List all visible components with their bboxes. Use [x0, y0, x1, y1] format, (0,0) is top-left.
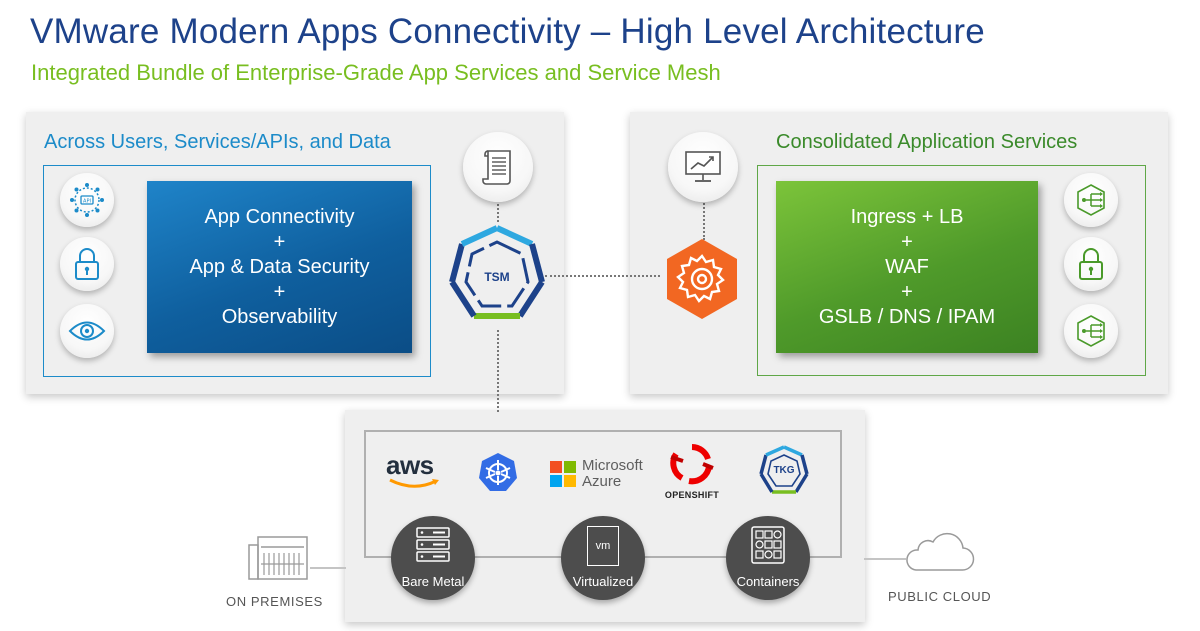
connector-cloud	[864, 558, 906, 560]
box-line: +	[901, 280, 913, 303]
connector-tsm-infrastructure	[497, 330, 499, 412]
virtualized-node: vm Virtualized	[561, 516, 645, 600]
box-line: Ingress + LB	[850, 205, 964, 228]
api-network-icon: API	[60, 173, 114, 227]
padlock-icon	[60, 237, 114, 291]
azure-text: Azure	[582, 473, 622, 490]
box-line: Observability	[221, 305, 338, 328]
application-services-box: Ingress + LB + WAF + GSLB / DNS / IPAM	[776, 181, 1038, 353]
routing-icon	[1064, 173, 1118, 227]
aws-logo-text: aws	[386, 450, 434, 480]
box-line: GSLB / DNS / IPAM	[818, 305, 996, 328]
public-cloud-label: PUBLIC CLOUD	[888, 589, 992, 604]
openshift-text: OPENSHIFT	[664, 490, 720, 500]
tsm-service-mesh-logo: TSM	[440, 222, 554, 334]
application-services-label: Consolidated Application Services	[776, 131, 1078, 153]
connector-analytics-avi	[703, 192, 705, 240]
tkg-logo: TKG	[754, 444, 814, 500]
tsm-label: TSM	[484, 270, 510, 284]
building-icon	[247, 535, 309, 586]
bare-metal-node: Bare Metal	[391, 516, 475, 600]
tkg-label: TKG	[773, 465, 795, 476]
connectivity-security-box: App Connectivity + App & Data Security +…	[147, 181, 412, 353]
connector-document-tsm	[497, 192, 499, 222]
gear-hexagon-icon	[659, 236, 745, 322]
microsoft-text: Microsoft	[582, 457, 643, 474]
box-line: WAF	[885, 255, 929, 278]
box-line: App & Data Security	[189, 255, 370, 278]
microsoft-azure-logo: Microsoft Azure	[550, 458, 650, 492]
application-services-frame	[757, 165, 1146, 376]
on-premises-label: ON PREMISES	[226, 594, 323, 609]
padlock-icon	[1064, 237, 1118, 291]
virtualized-label: Virtualized	[572, 574, 634, 589]
document-scroll-icon	[463, 132, 533, 202]
connector-tsm-avi	[545, 275, 660, 277]
cloud-icon	[902, 532, 976, 579]
eye-icon	[60, 304, 114, 358]
box-line: +	[273, 230, 286, 253]
openshift-logo: OPENSHIFT	[662, 442, 722, 502]
svg-text:API: API	[83, 199, 91, 205]
bare-metal-label: Bare Metal	[401, 574, 465, 589]
vm-glyph: vm	[587, 526, 619, 566]
connector-onprem	[310, 567, 346, 569]
monitor-chart-icon	[668, 132, 738, 202]
page-title: VMware Modern Apps Connectivity – High L…	[30, 12, 985, 51]
aws-logo: aws	[386, 450, 442, 490]
box-line: +	[273, 280, 286, 303]
containers-node: Containers	[726, 516, 810, 600]
box-line: +	[901, 230, 913, 253]
page-subtitle: Integrated Bundle of Enterprise-Grade Ap…	[31, 60, 721, 85]
kubernetes-icon	[477, 451, 519, 498]
users-services-label: Across Users, Services/APIs, and Data	[44, 131, 391, 153]
routing-icon	[1064, 304, 1118, 358]
box-line: App Connectivity	[204, 205, 355, 228]
containers-label: Containers	[736, 574, 800, 589]
users-services-frame	[43, 165, 431, 377]
